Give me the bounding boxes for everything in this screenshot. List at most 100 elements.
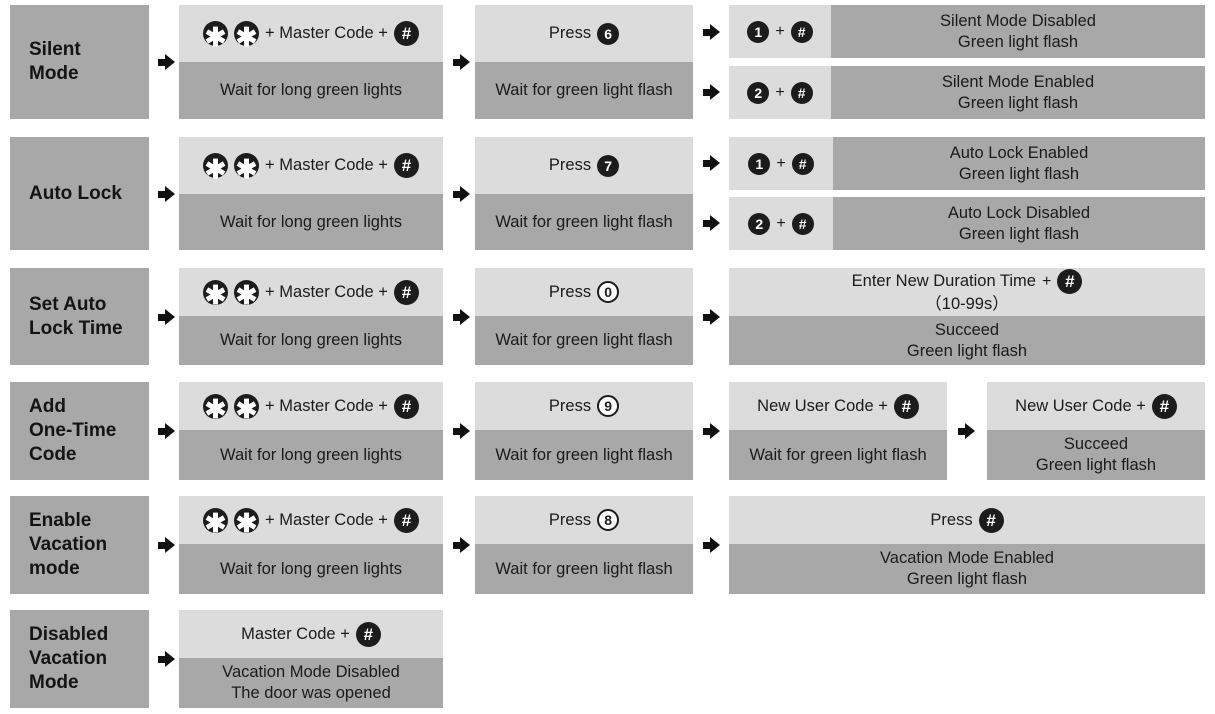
row-label-auto-lock: Auto Lock: [10, 137, 149, 250]
wait-long-text: Wait for long green lights: [220, 331, 402, 349]
option-result: Silent Mode Disabled Green light flash: [831, 5, 1205, 58]
star-key-icon: ✱: [234, 507, 260, 538]
press-step: Press 7: [475, 137, 693, 194]
plus-sign: +: [776, 215, 786, 232]
press-text: Press: [548, 510, 592, 529]
number-key-icon: 2: [748, 212, 771, 235]
number-key-icon: 1: [747, 20, 770, 43]
star-key-icon: ✱: [203, 279, 229, 310]
hash-key-icon: #: [355, 621, 381, 647]
result-detail: The door was opened: [231, 684, 391, 702]
number-key-icon: 6: [597, 22, 620, 45]
press-step: Press 8: [475, 496, 693, 544]
hash-key-icon: #: [791, 212, 814, 235]
succeed-result: Succeed Green light flash: [729, 316, 1205, 365]
star-key-icon: ✱: [234, 393, 260, 424]
wait-flash-text: Wait for green light flash: [495, 559, 673, 578]
hash-key-icon: #: [893, 393, 919, 419]
wait-flash-text: Wait for green light flash: [495, 331, 673, 349]
row-label-text: Disabled Vacation Mode: [29, 624, 109, 693]
master-code-step: ✱ ✱ + Master Code + #: [179, 268, 443, 316]
number-key-icon: 2: [747, 81, 770, 104]
plus-sign: +: [1041, 273, 1052, 290]
master-code-text: + Master Code +: [265, 282, 388, 301]
plus-sign: +: [775, 84, 785, 101]
press-step: Press 9: [475, 382, 693, 430]
option-key-step: 2 + #: [729, 197, 833, 250]
number-key-icon: 7: [597, 154, 620, 177]
wait-long-step: Wait for long green lights: [179, 194, 443, 250]
master-code-step: Master Code + #: [179, 610, 443, 658]
number-key-icon: 1: [748, 152, 771, 175]
wait-flash-step: Wait for green light flash: [475, 544, 693, 594]
hash-key-icon: #: [393, 393, 419, 419]
star-key-icon: ✱: [234, 279, 260, 310]
succeed-text: Succeed: [934, 320, 1000, 339]
result-flash: Green light flash: [906, 341, 1028, 360]
wait-long-step: Wait for long green lights: [179, 316, 443, 365]
press-text: Press: [548, 24, 592, 42]
press-hash-step: Press #: [729, 496, 1205, 544]
master-code-step: ✱ ✱ + Master Code + #: [179, 496, 443, 544]
wait-flash-step: Wait for green light flash: [729, 430, 947, 480]
result-title: Auto Lock Disabled: [947, 203, 1091, 222]
row-label-text: Set Auto Lock Time: [29, 293, 123, 339]
row-label-set-auto-lock-time: Set Auto Lock Time: [10, 268, 149, 365]
master-code-text: + Master Code +: [265, 156, 388, 174]
hash-key-icon: #: [1057, 269, 1083, 294]
hash-key-icon: #: [978, 507, 1004, 533]
hash-key-icon: #: [393, 21, 419, 46]
option-result: Auto Lock Enabled Green light flash: [833, 137, 1205, 190]
new-user-code-step: New User Code + #: [729, 382, 947, 430]
result-title: Vacation Mode Disabled: [222, 663, 400, 681]
star-key-icon: ✱: [234, 153, 260, 184]
option-result: Auto Lock Disabled Green light flash: [833, 197, 1205, 250]
row-label-text: Add One-Time Code: [29, 396, 117, 465]
press-text: Press: [548, 282, 592, 301]
wait-flash-step: Wait for green light flash: [475, 316, 693, 365]
master-code-text: + Master Code +: [265, 510, 388, 529]
wait-long-text: Wait for long green lights: [220, 212, 402, 231]
wait-flash-step: Wait for green light flash: [475, 430, 693, 480]
master-code-text: + Master Code +: [265, 396, 388, 415]
number-key-icon: 0: [597, 281, 620, 303]
result-flash: Green light flash: [958, 164, 1080, 183]
number-key-icon: 9: [597, 395, 620, 417]
wait-long-step: Wait for long green lights: [179, 544, 443, 594]
result-flash: Green light flash: [906, 570, 1028, 588]
hash-key-icon: #: [791, 152, 814, 175]
result-title: Vacation Mode Enabled: [880, 549, 1054, 567]
row-label-text: Silent Mode: [29, 39, 81, 84]
new-user-code-step: New User Code + #: [987, 382, 1205, 430]
master-code-step: ✱ ✱ + Master Code + #: [179, 137, 443, 194]
row-label-text: Auto Lock: [29, 182, 122, 204]
plus-sign: +: [775, 23, 785, 40]
hash-key-icon: #: [393, 279, 419, 305]
star-key-icon: ✱: [203, 393, 229, 424]
vacation-disabled-result: Vacation Mode Disabled The door was open…: [179, 658, 443, 708]
wait-flash-text: Wait for green light flash: [495, 212, 673, 231]
press-text: Press: [548, 396, 592, 415]
succeed-text: Succeed: [1063, 435, 1129, 453]
option-key-step: 2 + #: [729, 66, 831, 119]
new-user-code-text: New User Code +: [1015, 396, 1146, 415]
plus-sign: +: [776, 155, 786, 172]
result-title: Silent Mode Enabled: [941, 72, 1095, 91]
hash-key-icon: #: [790, 20, 813, 43]
result-flash: Green light flash: [957, 93, 1079, 112]
master-code-step: ✱ ✱ + Master Code + #: [179, 382, 443, 430]
vacation-enabled-result: Vacation Mode Enabled Green light flash: [729, 544, 1205, 594]
master-code-step: ✱ ✱ + Master Code + #: [179, 5, 443, 62]
result-flash: Green light flash: [958, 224, 1080, 243]
row-label-silent-mode: Silent Mode: [10, 5, 149, 119]
result-title: Silent Mode Disabled: [940, 11, 1096, 30]
result-title: Auto Lock Enabled: [949, 143, 1089, 162]
enter-duration-step: Enter New Duration Time + # （10-99s）: [729, 268, 1205, 316]
wait-long-text: Wait for long green lights: [220, 559, 402, 578]
wait-flash-text: Wait for green light flash: [495, 445, 673, 464]
master-code-text: Master Code +: [241, 624, 350, 643]
press-step: Press 0: [475, 268, 693, 316]
result-flash: Green light flash: [957, 32, 1079, 51]
wait-flash-step: Wait for green light flash: [475, 194, 693, 250]
master-code-text: + Master Code +: [265, 24, 388, 42]
